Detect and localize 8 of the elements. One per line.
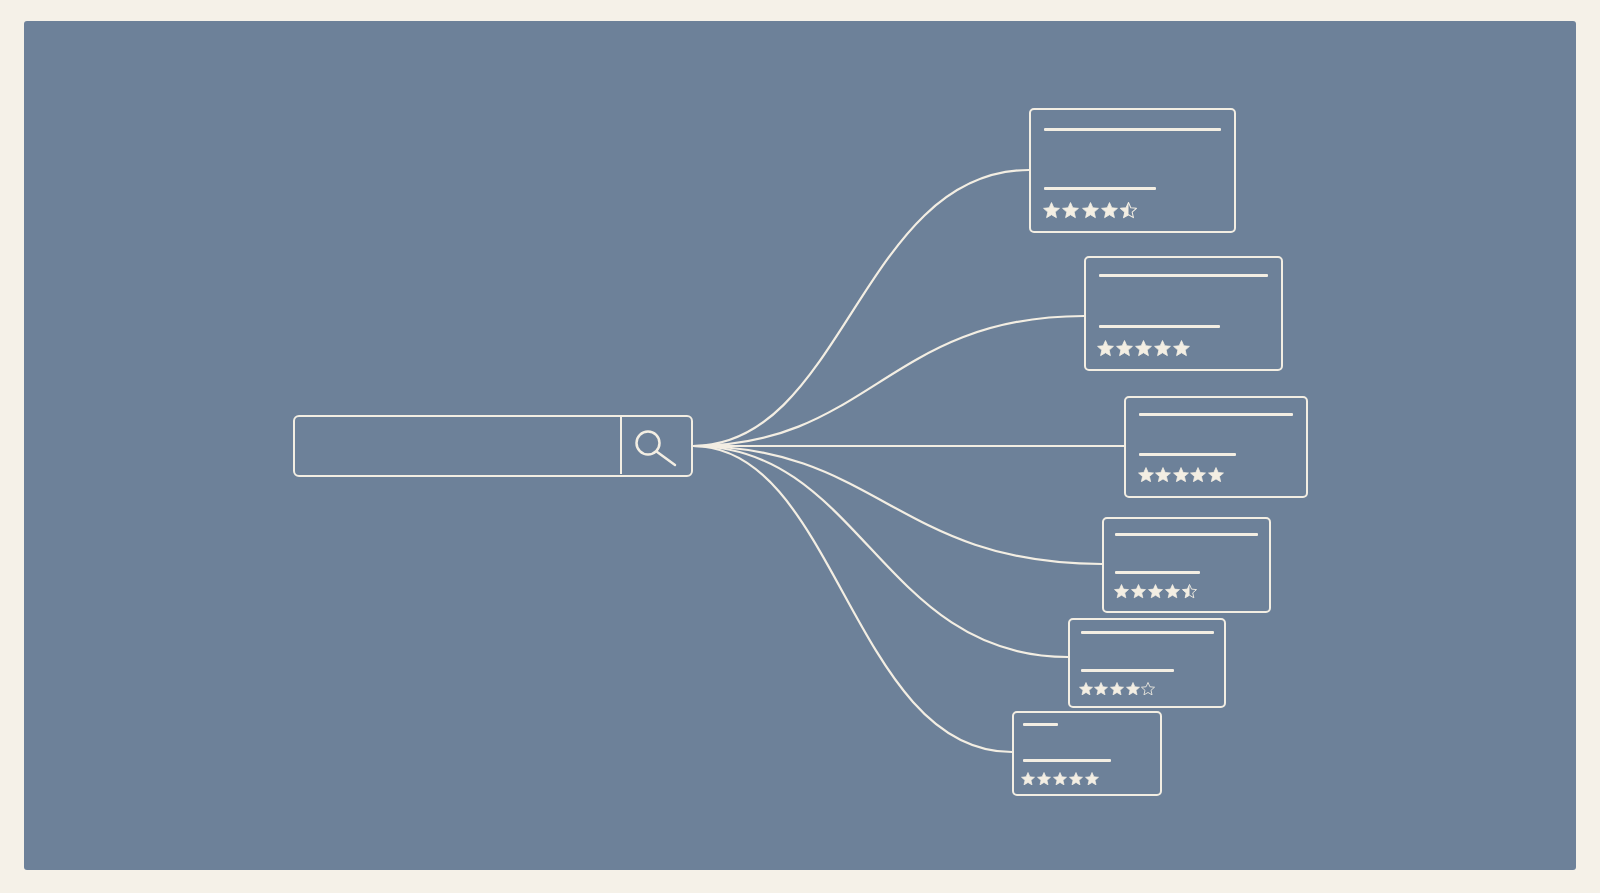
- search-bar: [293, 415, 693, 477]
- result-card: [1068, 618, 1226, 708]
- connector-line: [692, 444, 1013, 754]
- result-card: [1102, 517, 1271, 613]
- result-card: [1029, 108, 1236, 233]
- result-card: [1084, 256, 1283, 371]
- result-card: [1124, 396, 1308, 498]
- result-card: [1012, 711, 1162, 796]
